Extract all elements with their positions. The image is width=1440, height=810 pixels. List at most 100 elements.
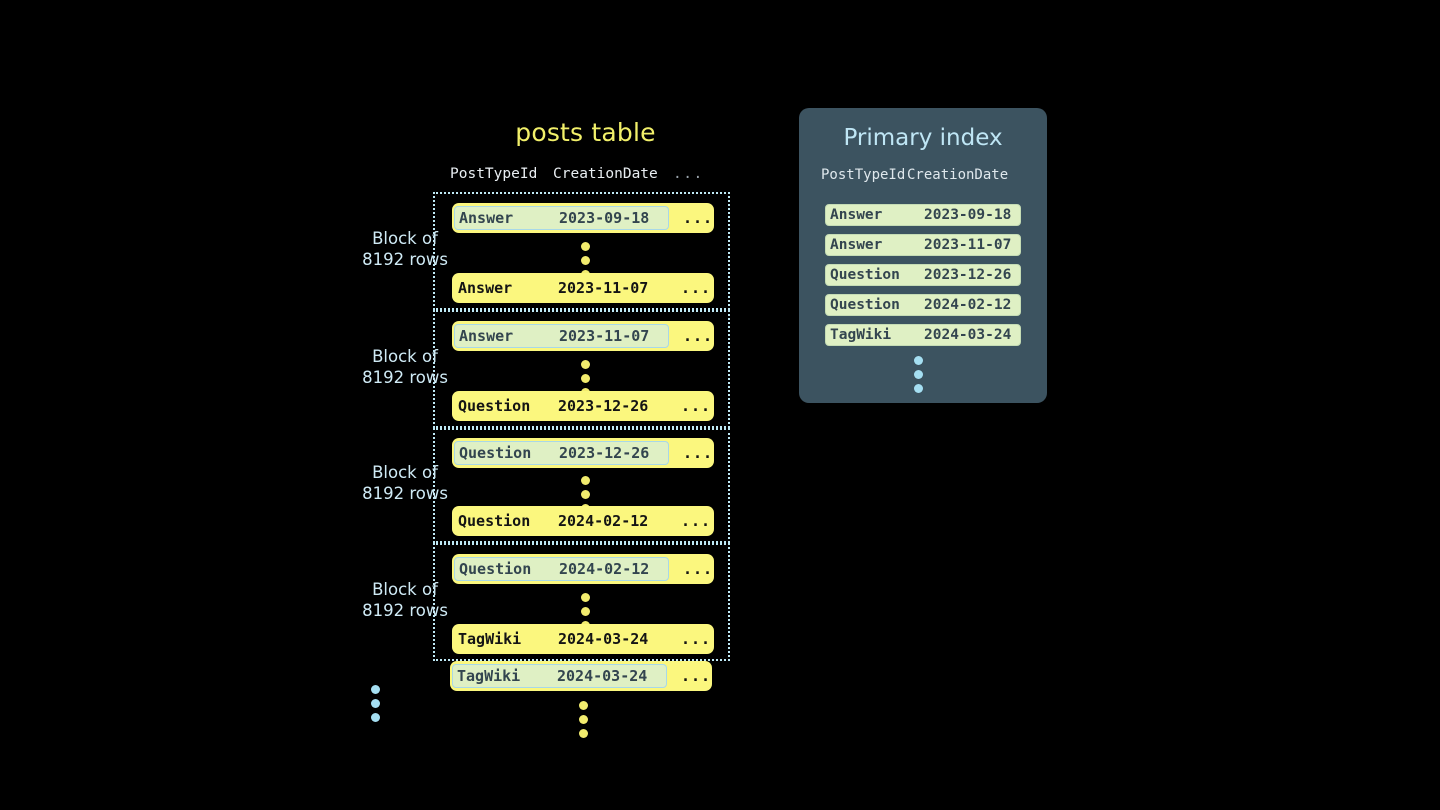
cell-post-type-id: Question xyxy=(459,560,532,578)
table-row[interactable]: Question 2024-02-12 ... xyxy=(452,554,714,584)
table-row[interactable]: TagWiki 2024-03-24 ... xyxy=(450,661,712,691)
cell-more: ... xyxy=(683,327,714,345)
cell-creation-date: 2023-09-18 xyxy=(924,207,1012,223)
block-label: Block of 8192 rows xyxy=(330,462,480,504)
block-label-line2: 8192 rows xyxy=(362,484,448,503)
cell-creation-date: 2024-03-24 xyxy=(557,667,648,685)
table-row[interactable]: Question 2023-12-26 ... xyxy=(452,391,714,421)
cell-creation-date: 2023-11-07 xyxy=(558,279,649,297)
ellipsis-dot xyxy=(579,701,588,710)
cell-post-type-id: TagWiki xyxy=(458,630,522,648)
cell-post-type-id: TagWiki xyxy=(830,327,892,343)
primary-index-continuation-dots xyxy=(914,356,923,393)
index-row[interactable]: Answer 2023-09-18 xyxy=(825,204,1021,226)
cell-creation-date: 2024-02-12 xyxy=(924,297,1012,313)
ellipsis-dot xyxy=(914,384,923,393)
table-row[interactable]: Question 2023-12-26 ... xyxy=(452,438,714,468)
cell-post-type-id: Answer xyxy=(458,279,513,297)
cell-more: ... xyxy=(681,667,712,685)
cell-post-type-id: Answer xyxy=(830,207,883,223)
row-key-cells: Answer 2023-11-07 xyxy=(454,324,669,348)
row-key-cells: Question 2023-12-26 xyxy=(454,394,667,418)
cell-creation-date: 2023-09-18 xyxy=(559,209,650,227)
block-label-line1: Block of xyxy=(372,229,438,248)
table-row[interactable]: Question 2024-02-12 ... xyxy=(452,506,714,536)
index-row[interactable]: Answer 2023-11-07 xyxy=(825,234,1021,256)
ellipsis-dot xyxy=(371,699,380,708)
table-block: Block of 8192 rows Question 2023-12-26 .… xyxy=(362,428,730,543)
ellipsis-dot xyxy=(579,715,588,724)
primary-index-rows: Answer 2023-09-18 Answer 2023-11-07 Ques… xyxy=(825,204,1021,354)
row-key-cells: Answer 2023-11-07 xyxy=(454,276,667,300)
cell-post-type-id: Question xyxy=(458,397,531,415)
column-header-post-type-id: PostTypeId xyxy=(821,167,906,183)
block-label-line2: 8192 rows xyxy=(362,368,448,387)
cell-creation-date: 2023-12-26 xyxy=(558,397,649,415)
cell-more: ... xyxy=(683,560,714,578)
table-continuation-dots xyxy=(579,701,588,738)
ellipsis-dot xyxy=(581,476,590,485)
primary-index-column-headers: PostTypeId CreationDate xyxy=(821,167,1031,183)
row-key-cells: Question 2023-12-26 xyxy=(454,441,669,465)
column-header-post-type-id: PostTypeId xyxy=(450,166,538,182)
cell-more: ... xyxy=(681,279,712,297)
column-header-creation-date: CreationDate xyxy=(553,166,658,182)
cell-more: ... xyxy=(683,209,714,227)
cell-more: ... xyxy=(683,444,714,462)
table-row[interactable]: Answer 2023-09-18 ... xyxy=(452,203,714,233)
table-row[interactable]: Answer 2023-11-07 ... xyxy=(452,273,714,303)
cell-more: ... xyxy=(681,630,712,648)
row-key-cells: TagWiki 2024-03-24 xyxy=(454,627,667,651)
ellipsis-dot xyxy=(371,685,380,694)
block-label: Block of 8192 rows xyxy=(330,228,480,270)
ellipsis-dot xyxy=(581,256,590,265)
cell-creation-date: 2024-02-12 xyxy=(558,512,649,530)
posts-table-title: posts table xyxy=(515,118,656,147)
cell-more: ... xyxy=(681,512,712,530)
row-key-cells: Question 2024-02-12 xyxy=(454,557,669,581)
cell-post-type-id: Answer xyxy=(459,209,514,227)
cell-creation-date: 2023-11-07 xyxy=(924,237,1012,253)
cell-post-type-id: Question xyxy=(830,267,900,283)
block-continuation-dots xyxy=(371,685,380,722)
table-block: Block of 8192 rows Question 2024-02-12 .… xyxy=(362,543,730,661)
ellipsis-dot xyxy=(581,593,590,602)
ellipsis-dot xyxy=(579,729,588,738)
ellipsis-dot xyxy=(581,490,590,499)
row-key-cells: TagWiki 2024-03-24 xyxy=(452,664,667,688)
row-key-cells: Answer 2023-09-18 xyxy=(454,206,669,230)
ellipsis-dot xyxy=(581,607,590,616)
table-block: Block of 8192 rows Answer 2023-11-07 ...… xyxy=(362,310,730,428)
ellipsis-dot xyxy=(914,370,923,379)
table-row[interactable]: Answer 2023-11-07 ... xyxy=(452,321,714,351)
block-label: Block of 8192 rows xyxy=(330,346,480,388)
index-row[interactable]: Question 2023-12-26 xyxy=(825,264,1021,286)
block-label: Block of 8192 rows xyxy=(330,579,480,621)
primary-index-title: Primary index xyxy=(843,125,1003,151)
block-label-line1: Block of xyxy=(372,347,438,366)
cell-post-type-id: Answer xyxy=(830,237,883,253)
cell-post-type-id: Question xyxy=(830,297,900,313)
cell-post-type-id: Question xyxy=(458,512,531,530)
ellipsis-dot xyxy=(581,374,590,383)
cell-creation-date: 2024-02-12 xyxy=(559,560,650,578)
table-row[interactable]: TagWiki 2024-03-24 ... xyxy=(452,624,714,654)
column-header-creation-date: CreationDate xyxy=(907,167,1009,183)
cell-creation-date: 2023-12-26 xyxy=(924,267,1012,283)
index-row[interactable]: TagWiki 2024-03-24 xyxy=(825,324,1021,346)
ellipsis-dot xyxy=(914,356,923,365)
ellipsis-dot xyxy=(581,360,590,369)
cell-creation-date: 2024-03-24 xyxy=(924,327,1012,343)
block-label-line1: Block of xyxy=(372,463,438,482)
cell-creation-date: 2024-03-24 xyxy=(558,630,649,648)
cell-creation-date: 2023-11-07 xyxy=(559,327,650,345)
ellipsis-dot xyxy=(581,242,590,251)
primary-index-panel: Primary index PostTypeId CreationDate An… xyxy=(799,108,1047,403)
posts-table-column-headers: PostTypeId CreationDate ... xyxy=(450,166,732,182)
block-label-line2: 8192 rows xyxy=(362,601,448,620)
ellipsis-dot xyxy=(371,713,380,722)
block-label-line1: Block of xyxy=(372,580,438,599)
index-row[interactable]: Question 2024-02-12 xyxy=(825,294,1021,316)
cell-post-type-id: Answer xyxy=(459,327,514,345)
